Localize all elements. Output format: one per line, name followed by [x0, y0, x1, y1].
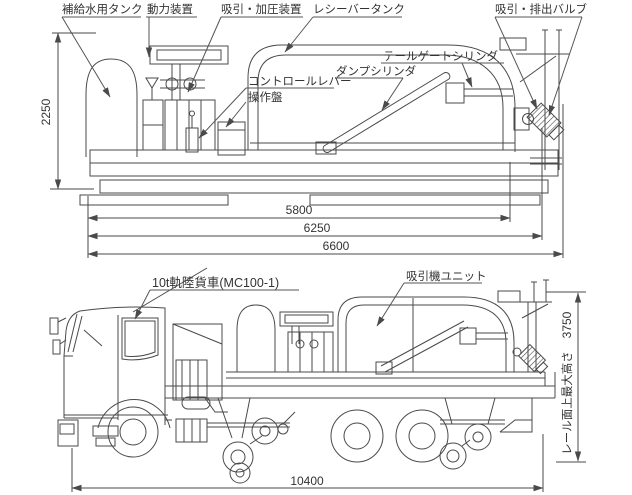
front-wheel: [107, 406, 159, 458]
rail-height-value: 3750: [560, 311, 574, 338]
dump-cylinder-label: ダンプシリンダ: [336, 64, 417, 78]
tailgate-cylinder-shape: [445, 37, 527, 104]
receiver-tank-label: レシーバータンク: [313, 3, 405, 16]
operation-panel-label: 操作盤: [248, 90, 283, 104]
unit-callouts: [61, 16, 583, 139]
truck-cab-shape: [49, 306, 172, 458]
unit-side-view: 補給水用タンク 動力装置 吸引・加圧装置 レシーバータンク 吸引・排出バルブ テ…: [39, 2, 587, 258]
receiver-tank-shape: [247, 44, 516, 152]
suction-pressure-device-label: 吸引・加圧装置: [221, 2, 302, 16]
power-unit-shape: [142, 45, 235, 151]
truck-callouts: [134, 282, 482, 327]
unit-dimensions: [50, 32, 564, 258]
truck-rear-valve-shape: [512, 279, 552, 375]
truck-model-label: 10t軌陸貨車(MC100-1): [152, 275, 279, 290]
rear-rail-gear-shape: [439, 397, 505, 470]
tank-length-dimension: 5800: [286, 203, 313, 217]
height-dimension: 2250: [39, 98, 53, 125]
rear-wheels: [330, 409, 449, 463]
truck-side-view: 10t軌陸貨車(MC100-1) 吸引機ユニット 3750 レール面上最大高さ …: [49, 267, 586, 492]
truck-chassis-shape: [164, 371, 556, 433]
power-unit-label: 動力装置: [147, 2, 193, 16]
front-rail-gear-shape: [207, 397, 296, 484]
mounted-water-tank-shape: [236, 304, 276, 372]
suction-unit-label: 吸引機ユニット: [406, 269, 487, 283]
tailgate-cylinder-label: テールゲートシリンダ: [383, 49, 498, 63]
sub-length-dimension: 6250: [304, 221, 331, 235]
overall-length-dimension: 6600: [323, 239, 350, 253]
truck-overall-length-dimension: 10400: [290, 474, 324, 488]
control-lever-label: コントロールレバー: [248, 75, 352, 88]
behind-cab-machinery-shape: [172, 323, 223, 443]
control-lever-shape: [185, 110, 199, 153]
unit-base-frame: [79, 142, 559, 206]
truck-dimensions: [71, 291, 586, 492]
rail-height-caption: レール面上最大高さ: [560, 351, 574, 455]
suction-discharge-valve-shape: [513, 29, 570, 170]
mounted-power-unit-shape: [279, 311, 334, 373]
supply-water-tank-label: 補給水用タンク: [62, 2, 143, 16]
suction-unit-shape: [337, 290, 521, 375]
supply-water-tank-shape: [85, 58, 138, 157]
suction-discharge-valve-label: 吸引・排出バルブ: [495, 2, 587, 16]
